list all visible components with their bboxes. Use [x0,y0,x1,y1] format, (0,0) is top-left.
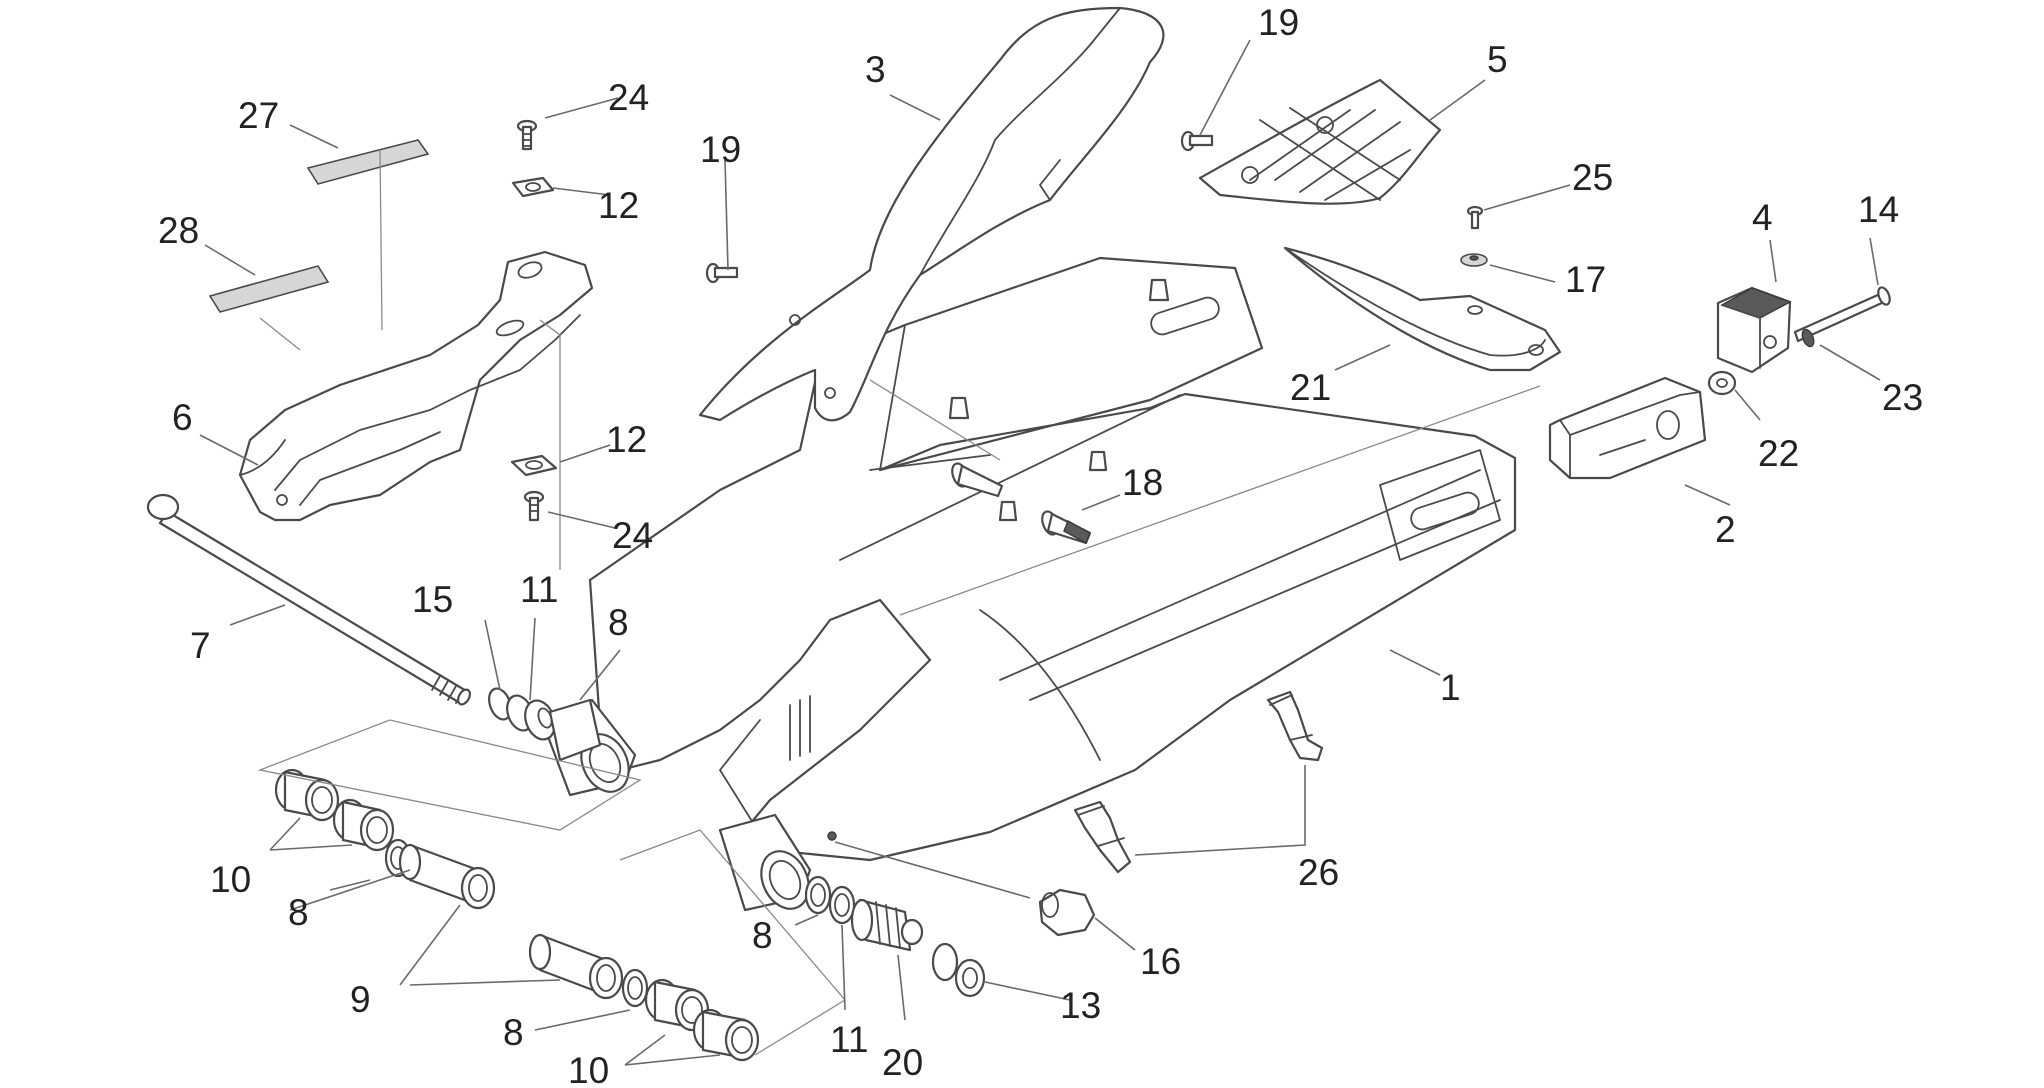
label-9: 9 [350,979,371,1020]
label-24-bottom: 24 [612,515,653,556]
sleeve-9-upper [398,843,496,910]
adjuster-block-4 [1716,286,1792,374]
sleeve-9-lower [528,933,624,1000]
label-28: 28 [158,210,199,251]
chain-adjuster-part [1548,376,1707,480]
nut-22 [1707,370,1737,396]
washer-12-bottom [510,454,558,477]
label-14: 14 [1858,189,1899,230]
label-21: 21 [1290,367,1331,408]
label-17: 17 [1565,259,1606,300]
screw-25 [1466,205,1484,230]
adhesive-strip-27 [306,139,430,185]
label-19-right: 19 [1258,2,1299,43]
chain-guard-part [698,6,1165,422]
guard-plate-5 [1198,78,1442,205]
label-8-right: 8 [752,915,773,956]
label-1: 1 [1440,667,1461,708]
washer-23 [1801,328,1815,348]
label-19-left: 19 [700,129,741,170]
label-8-top: 8 [608,602,629,643]
label-7: 7 [190,625,211,666]
label-10-left: 10 [210,859,251,900]
assembly-frames [257,149,1541,1056]
label-18: 18 [1122,462,1163,503]
screw-19-left [705,262,739,284]
screw-24-bottom [523,490,545,522]
bolt-18-lower [1041,510,1092,545]
bearing-10-a [274,768,340,822]
label-24-top: 24 [608,77,649,118]
spindle-part [146,493,471,706]
adjuster-20 [850,898,924,952]
washer-12-top [511,176,555,198]
adhesive-strip-28 [208,265,330,313]
screw-24-top [516,119,538,151]
bearing-10-d [692,1008,760,1062]
label-26: 26 [1298,852,1339,893]
clamp-26-upper [1266,690,1324,762]
label-6: 6 [172,397,193,438]
label-12-bottom: 12 [606,419,647,460]
label-22: 22 [1758,433,1799,474]
ring-8-lower [621,968,649,1008]
screw-19-right [1180,130,1214,152]
chain-slider-part [238,250,594,522]
nut-13 [931,942,986,998]
clamp-26-lower [1073,800,1132,874]
label-13: 13 [1060,985,1101,1026]
label-15: 15 [412,579,453,620]
label-25: 25 [1572,157,1613,198]
label-11-bottom: 11 [830,1019,868,1060]
label-5: 5 [1487,39,1508,80]
label-10-bottom: 10 [568,1050,609,1088]
label-4: 4 [1752,197,1773,238]
swingarm-part [538,256,1517,912]
label-8-bottom: 8 [503,1012,524,1053]
label-8-left: 8 [288,892,309,933]
ring-8-right [804,875,832,915]
label-12-top: 12 [598,185,639,226]
label-27: 27 [238,95,279,136]
label-20: 20 [882,1042,923,1083]
bearing-10-b [332,798,395,852]
cap-16 [1038,888,1096,937]
label-2: 2 [1715,509,1736,550]
label-3: 3 [865,49,886,90]
leader-lines [199,39,1881,1066]
label-23: 23 [1882,377,1923,418]
washer-17 [1460,253,1488,267]
bolt-18-upper [951,462,1004,498]
plate-21 [1283,246,1562,372]
bolt-14 [1793,286,1891,343]
part-number-labels: 1 2 3 4 5 6 7 8 8 8 8 9 10 10 11 11 12 1… [158,2,1923,1088]
label-11-top: 11 [520,569,558,610]
label-16: 16 [1140,941,1181,982]
spacer-stack-15-11-8 [488,687,602,762]
ring-11-right [828,885,856,925]
